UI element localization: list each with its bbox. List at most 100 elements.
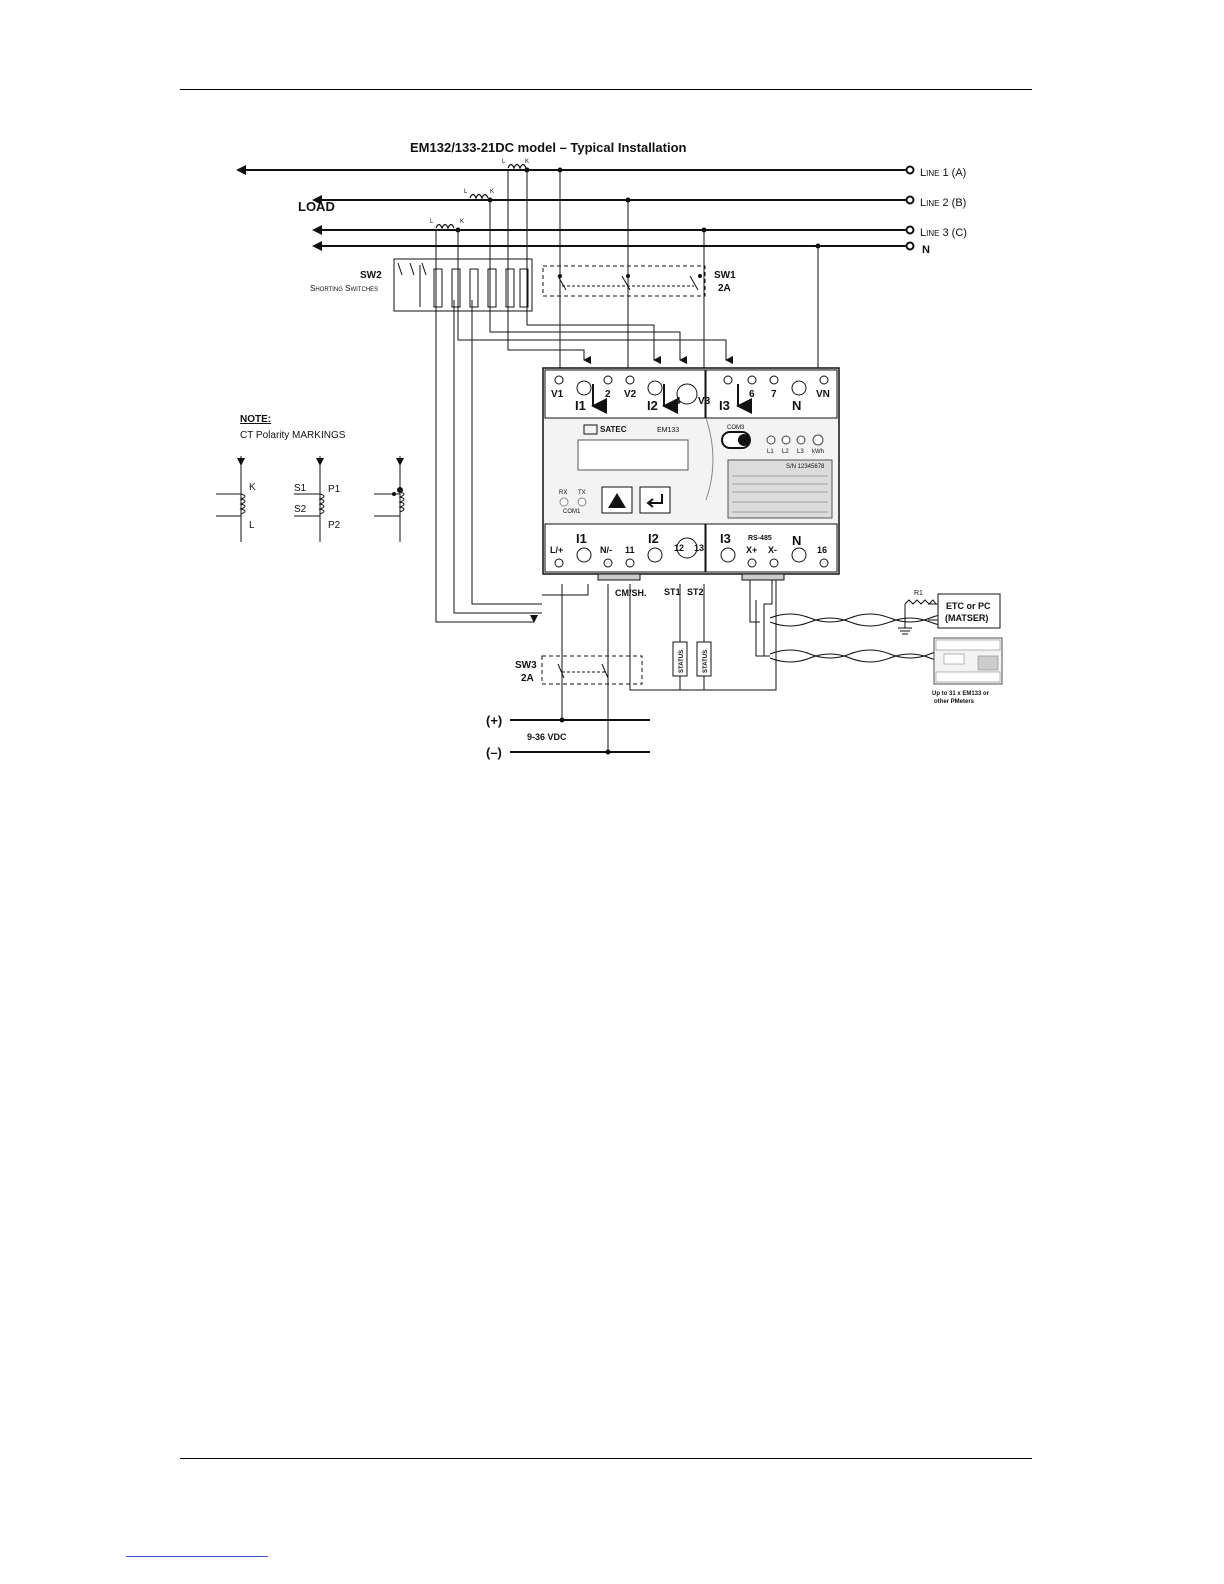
additional-meter-icon — [933, 637, 1003, 685]
terminal-i2-top: I2 — [647, 398, 658, 413]
terminal-vn: VN — [816, 389, 830, 400]
line3-label: Line 3 (C) — [920, 227, 967, 239]
ct1-l-mark: L — [502, 159, 506, 165]
serial-number: S/N 12345678 — [786, 464, 825, 470]
led-l2-label: L2 — [782, 449, 789, 455]
line2-label: Line 2 (B) — [920, 197, 966, 209]
led-l1-label: L1 — [767, 449, 774, 455]
terminal-lplus: L/+ — [550, 545, 563, 555]
master-label-line1: ETC or PC — [946, 601, 991, 611]
note-s2: S2 — [294, 504, 307, 515]
terminal-i2-bottom: I2 — [648, 531, 659, 546]
r1-label: R1 — [914, 590, 923, 597]
enter-button[interactable] — [639, 486, 671, 514]
com1-label: COM1 — [563, 509, 581, 515]
neutral-label: N — [922, 244, 930, 256]
led-l1 — [766, 435, 776, 445]
note-k: K — [249, 482, 256, 493]
note-l: L — [249, 520, 255, 531]
terminal-xminus: X- — [768, 545, 777, 555]
sw1-switch-box — [542, 265, 706, 297]
supply-voltage: 9-36 VDC — [527, 732, 567, 742]
status-input-2 — [696, 641, 712, 677]
led-l2 — [781, 435, 791, 445]
st2-label: ST2 — [687, 587, 704, 597]
status-2-label: STATUS — [703, 650, 709, 673]
rs485-label: RS-485 — [748, 535, 772, 542]
terminal-12: 12 — [674, 543, 684, 553]
ct3-k-mark: K — [460, 219, 464, 225]
tx-label: TX — [578, 490, 586, 496]
ct-polarity-symbols — [216, 456, 405, 542]
sw1-label: SW1 — [714, 270, 736, 281]
meter-brand: SATEC — [600, 425, 627, 434]
terminal-6: 6 — [749, 389, 755, 400]
sw2-shorting-switches — [393, 258, 533, 312]
ct1-k-mark: K — [525, 159, 529, 165]
enter-arrow-icon — [646, 494, 663, 508]
terminal-7: 7 — [771, 389, 777, 400]
led-tx — [577, 497, 587, 507]
ct2-l-mark: L — [464, 189, 468, 195]
terminal-11: 11 — [625, 545, 635, 555]
led-rx — [559, 497, 569, 507]
terminal-13: 13 — [694, 543, 704, 553]
arrow-neutral-icon — [312, 241, 322, 251]
sw3-label: SW3 — [515, 660, 537, 671]
terminal-v1: V1 — [551, 389, 564, 400]
ct2-k-mark: K — [490, 189, 494, 195]
header-rule — [180, 89, 1032, 90]
terminal-n-bottom: N — [792, 533, 801, 548]
terminal-nminus: N/- — [600, 545, 612, 555]
footnote-separator — [126, 1556, 268, 1557]
ct3-l-mark: L — [430, 219, 434, 225]
terminal-xplus: X+ — [746, 545, 757, 555]
ct-coil-icon — [435, 163, 527, 230]
note-s1: S1 — [294, 483, 307, 494]
terminal-n-top: N — [792, 398, 801, 413]
satec-logo-icon — [583, 424, 598, 435]
arrow-line1-icon — [236, 165, 246, 175]
bottom-screws — [554, 547, 829, 568]
more-meters-line1: Up to 31 x EM133 or — [932, 691, 990, 697]
sw1-rating: 2A — [718, 283, 731, 294]
voltage-wires — [435, 170, 819, 700]
more-meters-line2: other PMeters — [934, 699, 975, 705]
terminal-line2 — [905, 195, 915, 205]
terminal-v2: V2 — [624, 389, 637, 400]
load-label: LOAD — [298, 199, 335, 214]
st1-label: ST1 — [664, 587, 681, 597]
com3-label: COM3 — [727, 425, 745, 431]
terminal-neutral — [905, 241, 915, 251]
led-l3-label: L3 — [797, 449, 804, 455]
arrow-line2-icon — [312, 195, 322, 205]
sw3-switch-box — [541, 655, 643, 685]
rs485-wiring — [749, 580, 971, 663]
up-arrow-icon — [608, 493, 626, 508]
note-p2: P2 — [328, 520, 341, 531]
supply-minus: (–) — [486, 745, 502, 760]
terminal-i1-bottom: I1 — [576, 531, 587, 546]
arrow-line3-icon — [312, 225, 322, 235]
line1-label: Line 1 (A) — [920, 167, 966, 179]
terminal-i3-bottom: I3 — [720, 531, 731, 546]
terminal-i1-top: I1 — [575, 398, 586, 413]
sw2-label: SW2 — [360, 270, 382, 281]
terminal-4: 4 — [675, 396, 681, 407]
footer-rule — [180, 1458, 1032, 1459]
diagram-title: EM132/133-21DC model – Typical Installat… — [410, 140, 687, 155]
dc-supply-lines — [510, 700, 650, 753]
note-p1: P1 — [328, 484, 341, 495]
supply-plus: (+) — [486, 713, 502, 728]
terminal-i3-top: I3 — [719, 398, 730, 413]
cm-sh-label: CM/SH. — [615, 588, 647, 598]
led-kwh-label: kWh — [812, 449, 824, 455]
terminal-2: 2 — [605, 389, 611, 400]
master-device-box — [937, 593, 1001, 629]
led-l3 — [796, 435, 806, 445]
power-lines — [242, 169, 906, 247]
sw2-caption: Shorting Switches — [310, 284, 378, 293]
wiring-diagram: EM132/133-21DC model – Typical Installat… — [216, 140, 1003, 760]
sw3-rating: 2A — [521, 673, 534, 684]
status-1-label: STATUS — [679, 650, 685, 673]
